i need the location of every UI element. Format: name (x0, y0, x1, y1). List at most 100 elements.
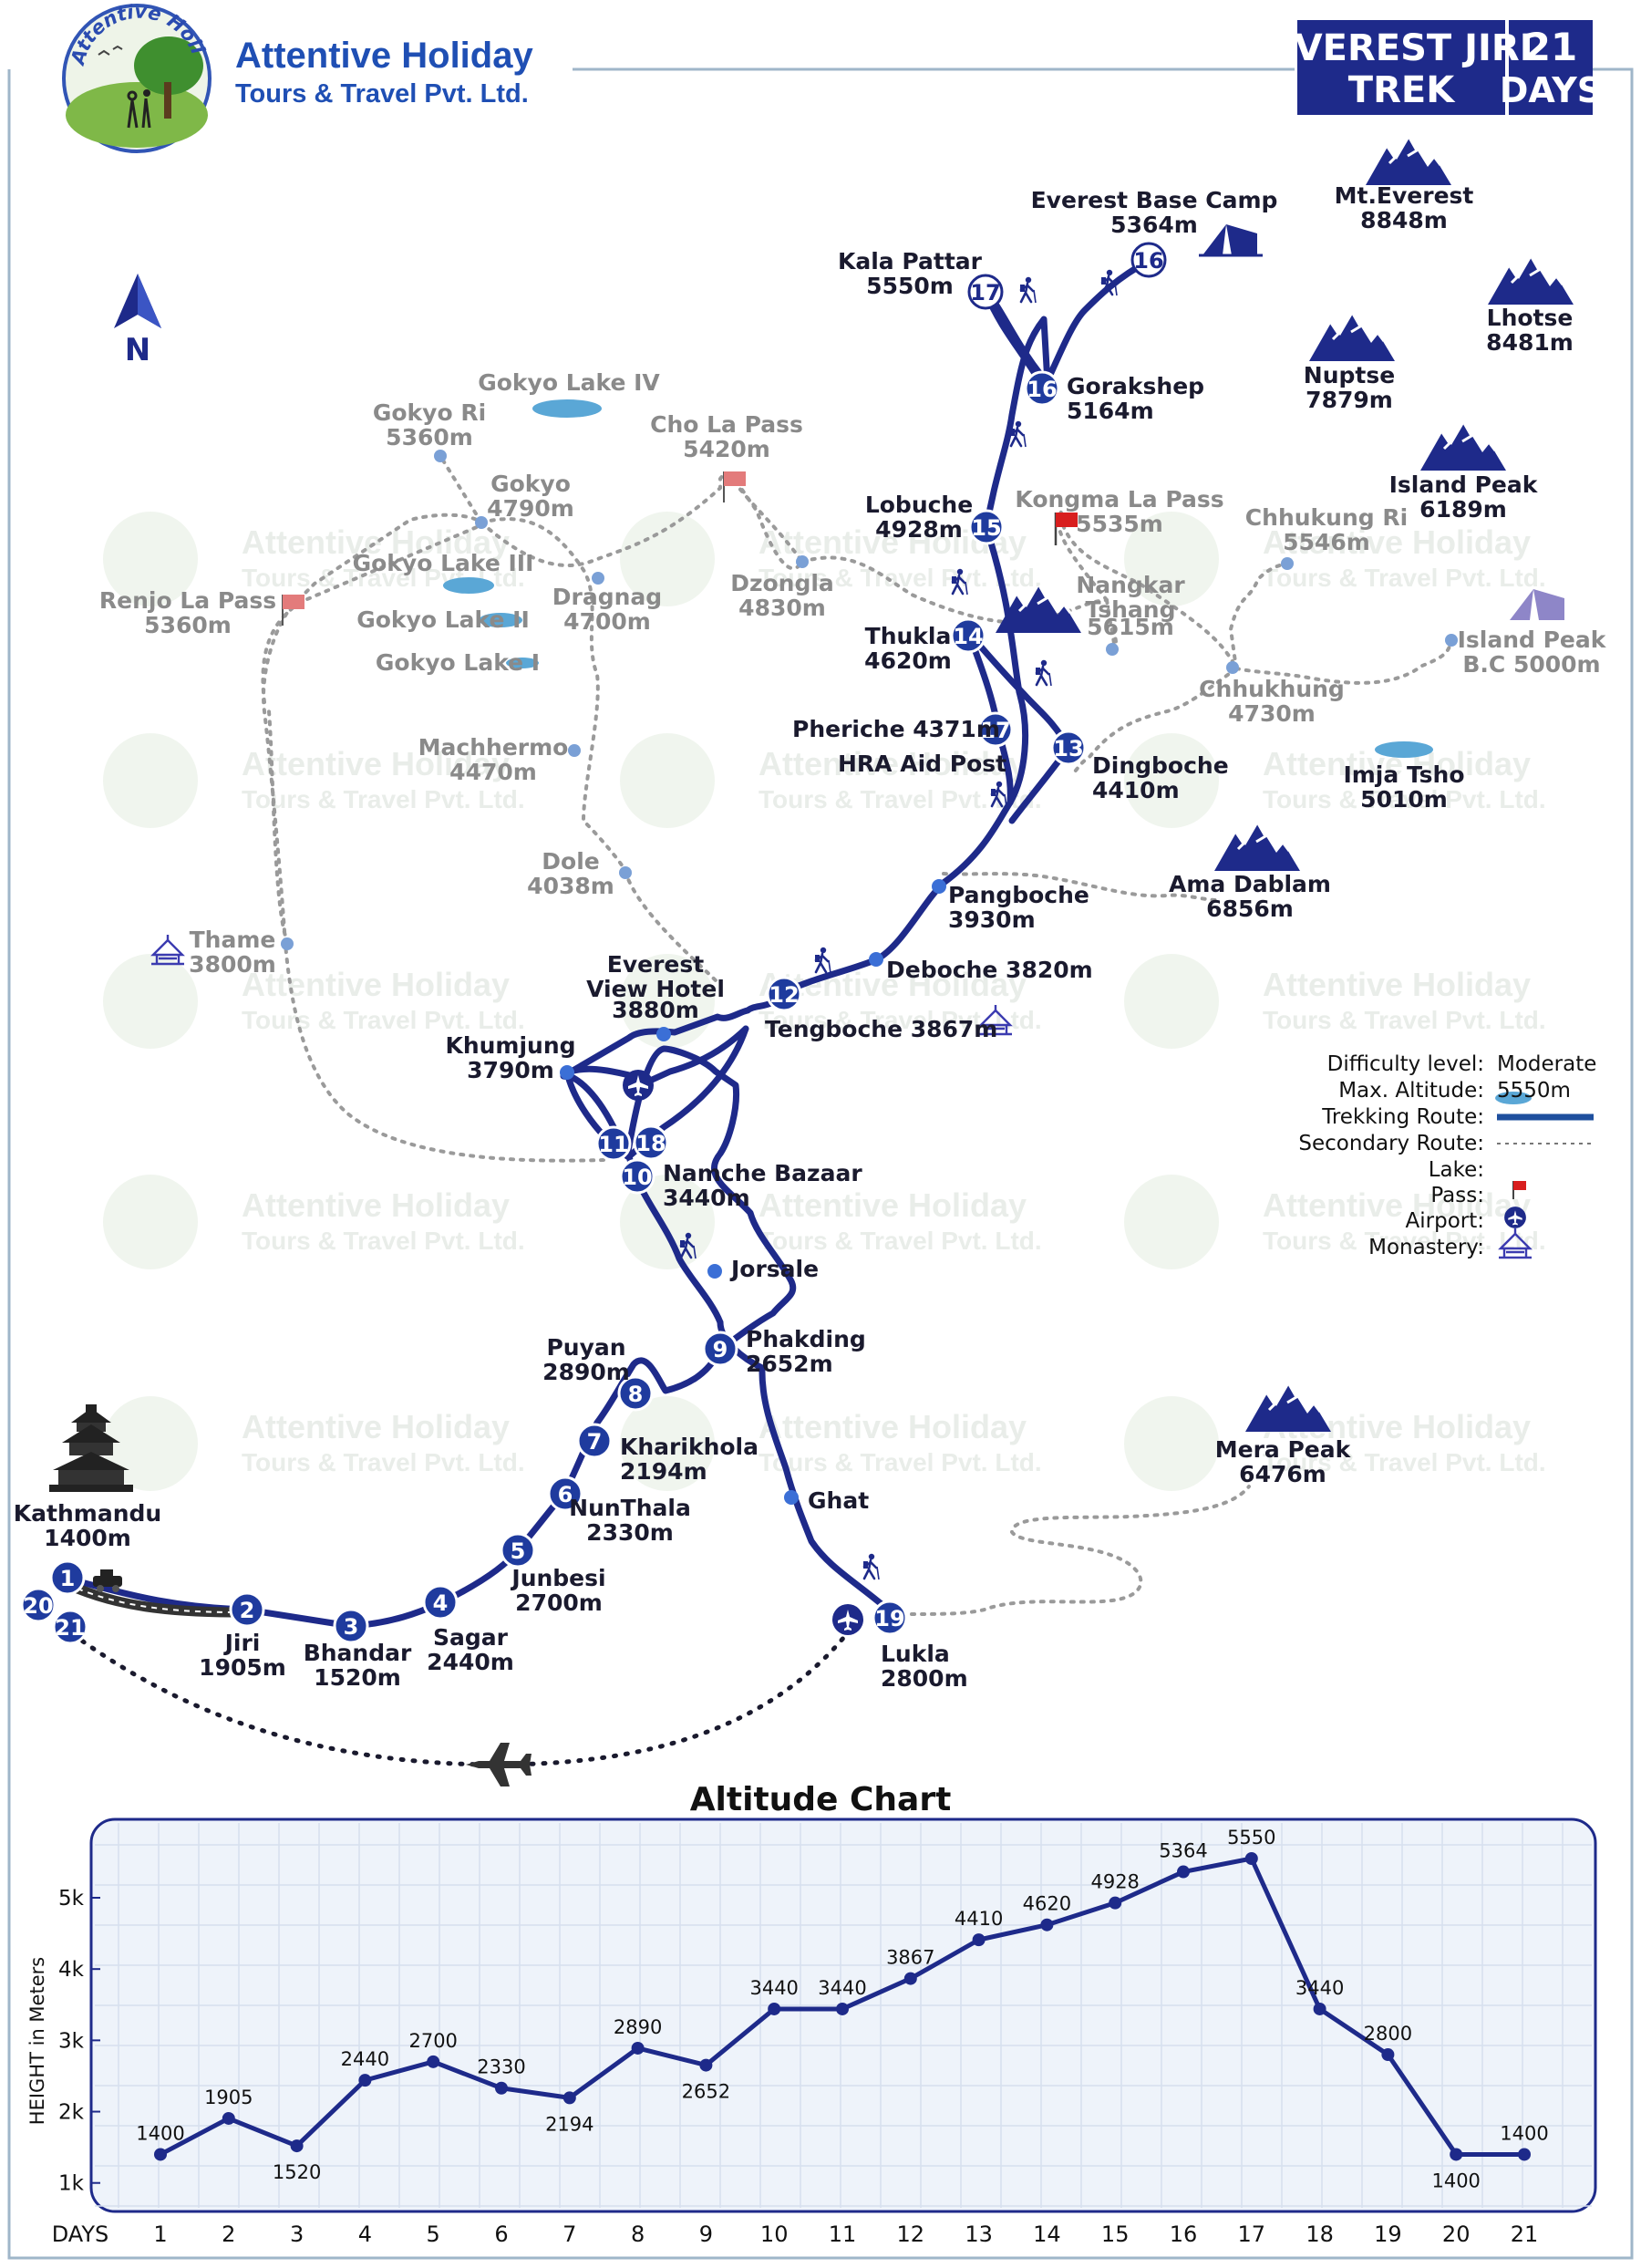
altitude-value-label: 2440 (341, 2048, 389, 2070)
day-stop-marker: 17 (977, 711, 1014, 748)
place-name: Cho La Pass (650, 411, 803, 438)
altitude-point (768, 2002, 781, 2015)
place-altitude: 4470m (449, 759, 537, 785)
place-label: HRA Aid Post (838, 751, 1006, 777)
place-altitude: 4730m (1228, 700, 1316, 727)
place-name: Puyan (546, 1334, 625, 1361)
secondary-place-label: 5615m (1087, 614, 1174, 640)
altitude-point (631, 2041, 645, 2055)
day-stop-marker: 8 (617, 1375, 654, 1412)
route-stop-dots (560, 879, 946, 1505)
altitude-value-label: 3440 (749, 1977, 798, 1999)
altitude-value-label: 4410 (955, 1908, 1003, 1930)
altitude-value-label: 3440 (818, 1977, 866, 1999)
x-tick-label: 4 (358, 2221, 372, 2247)
place-altitude: 3930m (948, 906, 1036, 933)
x-tick-label: 3 (290, 2221, 304, 2247)
altitude-point (154, 2148, 167, 2161)
altitude-value-label: 2890 (614, 2016, 662, 2038)
watermark-line1: Attentive Holiday (242, 745, 510, 782)
place-altitude: 5360m (144, 612, 232, 638)
watermark-logo-icon (1124, 512, 1219, 606)
altitude-point (836, 2002, 849, 2015)
everest-mountain-icon (1364, 136, 1453, 187)
altitude-value-label: 2194 (545, 2113, 593, 2135)
place-name: Gokyo Lake IV (478, 369, 660, 396)
place-altitude: 4620m (864, 647, 952, 674)
place-altitude: 4700m (563, 608, 651, 635)
place-altitude: 6476m (1239, 1461, 1326, 1487)
place-name: Dzongla (730, 570, 834, 596)
day-number: 6 (558, 1482, 573, 1507)
day-stop-marker: 16 (1024, 370, 1060, 407)
place-label: Deboche 3820m (886, 957, 1093, 983)
place-altitude: 3440m (663, 1185, 750, 1211)
chart-panel (89, 1818, 1597, 2213)
place-name: Khumjung (445, 1032, 575, 1059)
place-name: Island Peak (1389, 471, 1539, 498)
place-label: Ghat (808, 1487, 869, 1514)
legend-difficulty-label: Difficulty level: (1327, 1052, 1484, 1076)
legend-altitude-label: Max. Altitude: (1338, 1079, 1484, 1103)
place-label: Tengboche 3867m (765, 1016, 997, 1042)
day-stop-marker: 2 (229, 1591, 265, 1628)
watermark-logo-icon (1124, 1396, 1219, 1491)
place-altitude: 2800m (881, 1665, 968, 1692)
place-name: Lobuche (865, 492, 973, 518)
watermark-line1: Attentive Holiday (1263, 523, 1531, 561)
place-name: Lukla (881, 1641, 950, 1667)
day-number: 17 (980, 718, 1010, 743)
x-tick-label: 15 (1101, 2221, 1130, 2247)
place-altitude: 2440m (427, 1649, 514, 1675)
road-marking (77, 1588, 240, 1613)
altitude-point (358, 2074, 372, 2087)
renjo-la-pass-flag (282, 595, 304, 626)
place-name: Everest (607, 951, 704, 978)
place-altitude: 5364m (1110, 212, 1198, 238)
day-stop-marker: 5 (500, 1532, 536, 1569)
place-altitude: 2194m (620, 1458, 707, 1485)
y-tick-label: 1k (58, 2172, 85, 2196)
x-tick-label: 13 (965, 2221, 993, 2247)
place-name: Phakding (746, 1326, 866, 1352)
altitude-value-label: 4620 (1023, 1893, 1071, 1915)
nuptse-mountain-icon (1307, 312, 1397, 363)
jeep-icon (93, 1569, 122, 1592)
day-number: 14 (953, 624, 983, 649)
island-peak-bc-tent-icon (1510, 589, 1564, 620)
legend-trekking-label: Trekking Route: (1321, 1105, 1484, 1129)
place-altitude: 5546m (1283, 529, 1370, 555)
place-name: Island Peak (1458, 627, 1607, 653)
watermark-line1: Attentive Holiday (242, 1408, 510, 1445)
watermark-line2: Tours & Travel Pvt. Ltd. (759, 1227, 1042, 1255)
watermark-line2: Tours & Travel Pvt. Ltd. (242, 1448, 525, 1476)
place-altitude: 5535m (1076, 511, 1163, 537)
place-name: Gokyo Lake I (376, 649, 540, 676)
place-name: Lhotse (1487, 305, 1574, 331)
altitude-point (562, 2091, 576, 2105)
x-tick-label: 9 (699, 2221, 713, 2247)
watermark-line1: Attentive Holiday (759, 1408, 1027, 1445)
place-altitude: 4410m (1092, 777, 1180, 803)
place-name: Ghat (808, 1487, 869, 1514)
place-altitude: 1400m (44, 1525, 131, 1551)
secondary-routes (261, 454, 1453, 1616)
day-number: 20 (23, 1593, 53, 1619)
day-stop-marker: 3 (333, 1608, 369, 1644)
altitude-point (495, 2081, 508, 2095)
